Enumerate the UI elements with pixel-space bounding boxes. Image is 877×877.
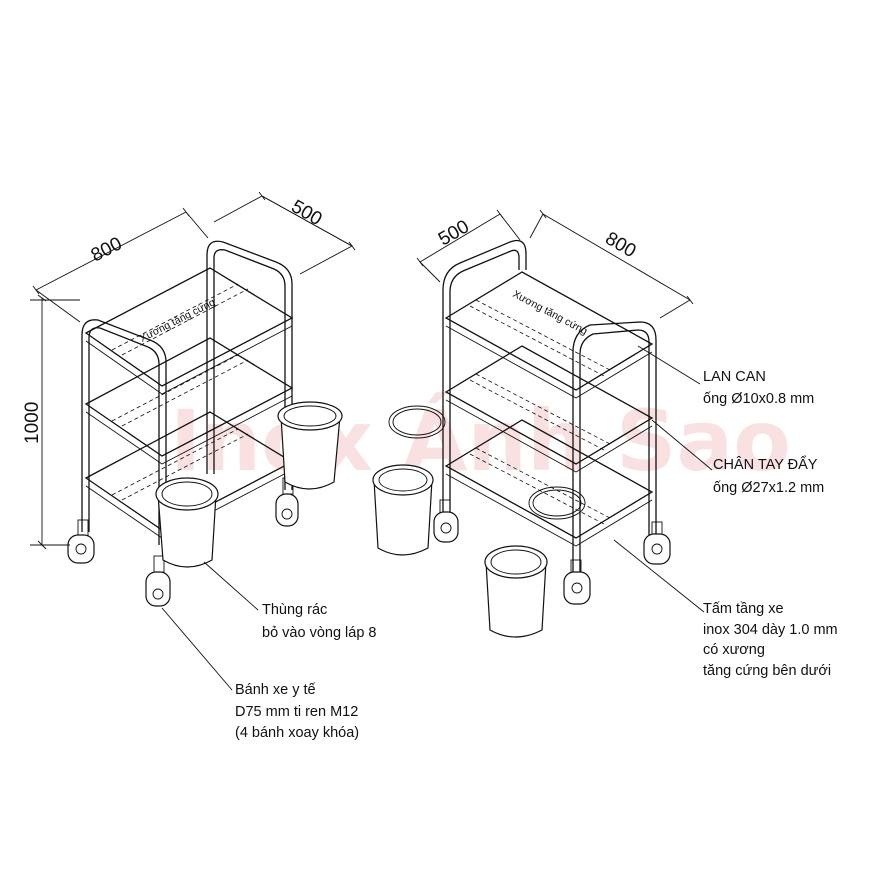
svg-text:ống Ø27x1.2 mm: ống Ø27x1.2 mm <box>713 480 824 496</box>
left-height-dimension: 1000 <box>22 402 43 444</box>
right-bin-front <box>484 545 548 638</box>
svg-text:ống Ø10x0.8 mm: ống Ø10x0.8 mm <box>703 391 814 407</box>
svg-text:LAN CAN: LAN CAN <box>703 369 766 385</box>
callout-bin: Thùng rác bỏ vào vòng láp 8 <box>262 602 376 641</box>
right-ring-front <box>528 486 586 520</box>
right-trolley: Xương tăng cứng <box>372 239 671 638</box>
left-shelves <box>84 267 294 539</box>
svg-text:Bánh xe y tế: Bánh xe y tế <box>235 682 316 698</box>
right-depth-dimension: 500 <box>435 216 473 250</box>
right-shelves <box>444 271 654 547</box>
callout-rail: LAN CAN ống Ø10x0.8 mm <box>703 369 814 407</box>
right-ring-back <box>388 405 446 439</box>
left-width-dimension: 800 <box>88 233 126 266</box>
svg-text:có xương: có xương <box>703 642 765 658</box>
right-width-dimension: 800 <box>602 228 640 262</box>
svg-text:D75 mm ti ren M12: D75 mm ti ren M12 <box>235 704 358 720</box>
right-dimension-lines <box>416 209 694 319</box>
right-handle-back <box>442 239 527 512</box>
right-handle-back-inner <box>449 249 520 512</box>
svg-text:bỏ vào vòng láp 8: bỏ vào vòng láp 8 <box>262 625 376 641</box>
stiffener-label-right: Xương tăng cứng <box>511 288 590 338</box>
left-handle-back-inner <box>213 249 286 490</box>
left-bin-front <box>155 477 219 568</box>
svg-text:Thùng rác: Thùng rác <box>262 602 327 618</box>
svg-text:Tấm tầng xe: Tấm tầng xe <box>703 601 784 617</box>
svg-text:tăng cứng bên dưới: tăng cứng bên dưới <box>703 663 831 679</box>
left-handle-front <box>81 319 167 545</box>
left-wheels <box>67 477 299 607</box>
callout-handle: CHÂN TAY ĐẨY ống Ø27x1.2 mm <box>713 455 824 496</box>
callout-wheel: Bánh xe y tế D75 mm ti ren M12 (4 bánh x… <box>235 682 359 741</box>
left-handle-front-inner <box>88 327 160 545</box>
left-dimension-lines <box>30 191 356 550</box>
svg-text:inox 304 dày 1.0 mm: inox 304 dày 1.0 mm <box>703 622 838 638</box>
left-handle-back <box>206 240 293 490</box>
right-handle-front-inner <box>579 329 650 572</box>
left-bin-back <box>277 401 343 490</box>
svg-text:CHÂN TAY ĐẨY: CHÂN TAY ĐẨY <box>713 455 818 473</box>
callout-shelf: Tấm tầng xe inox 304 dày 1.0 mm có xương… <box>703 601 838 679</box>
stiffener-label-left: Xương tăng cứng <box>138 296 217 344</box>
watermark: Inox Ánh Sao <box>170 392 791 490</box>
right-wheels <box>433 499 671 605</box>
right-bin-back <box>372 464 434 556</box>
svg-text:(4 bánh xoay khóa): (4 bánh xoay khóa) <box>235 725 359 741</box>
callout-leaders <box>161 345 713 691</box>
left-depth-dimension: 500 <box>288 196 326 230</box>
